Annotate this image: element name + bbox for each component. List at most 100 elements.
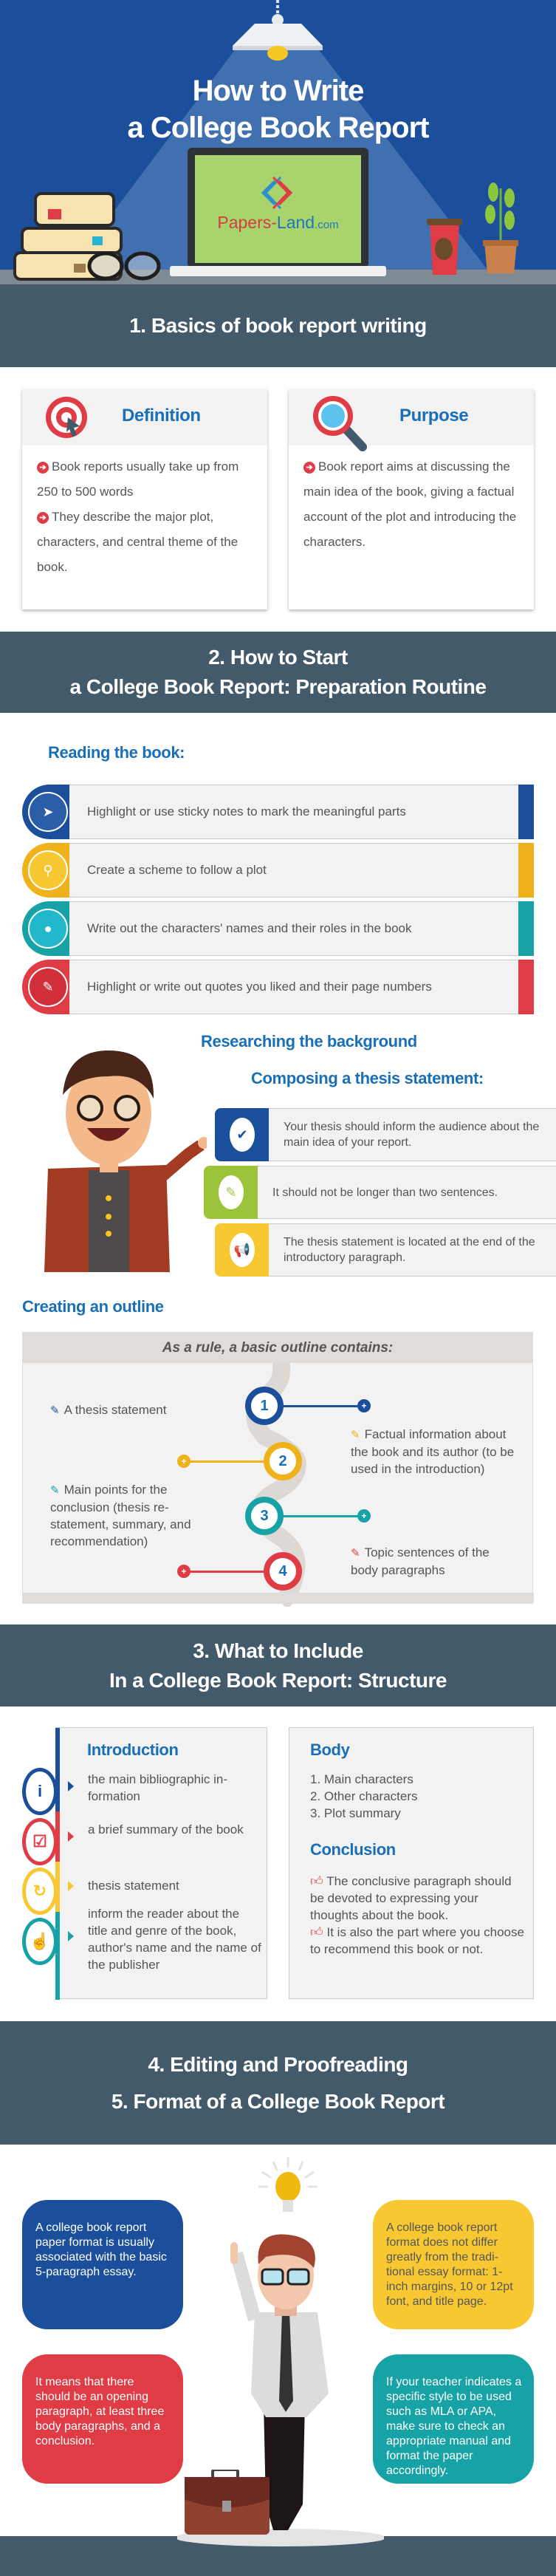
outline-connector — [264, 1405, 363, 1407]
teacher-illustration — [44, 1050, 207, 1272]
definition-card: Definition ➔Book reports usually take up… — [22, 389, 267, 609]
outline-step-2: 2 — [264, 1442, 302, 1480]
purpose-title: Purpose — [399, 406, 469, 426]
hero-header: How to Write a College Book Report Paper… — [0, 0, 556, 284]
conclusion-item: 👍︎ The conclusive paragraph should be de… — [310, 1874, 512, 1922]
plus-dot-icon: + — [177, 1455, 191, 1468]
conclusion-list: 👍︎ The conclusive paragraph should be de… — [310, 1873, 528, 1958]
lightbulb-icon — [258, 2157, 318, 2212]
caret-icon — [68, 1881, 74, 1891]
section-3-title-line-1: 3. What to Include — [193, 1639, 363, 1662]
body-title: Body — [310, 1740, 350, 1759]
speech-bubble: A college book report format does not di… — [373, 2200, 534, 2329]
section-2-banner: 2. How to Start a College Book Report: P… — [0, 632, 556, 713]
pointer-hand-icon: ☝ — [22, 1918, 58, 1965]
reading-item: Highlight or write out quotes you liked … — [49, 960, 534, 1014]
conclusion-item: 👍︎ It is also the part where you choose … — [310, 1925, 524, 1956]
researching-heading: Researching the background — [201, 1032, 417, 1050]
lamp-shade — [233, 24, 323, 46]
thesis-item: 📢The thesis statement is located at the … — [215, 1223, 556, 1277]
speech-bubble: It means that there should be an opening… — [22, 2354, 183, 2484]
introduction-title: Introduction — [87, 1740, 179, 1759]
purpose-card: Purpose ➔Book report aims at discussing … — [289, 389, 534, 609]
search-icon: ⚲ — [28, 850, 68, 890]
page-title: How to Write a College Book Report — [0, 72, 556, 146]
megaphone-icon: 📢 — [230, 1233, 255, 1267]
title-line-1: How to Write — [192, 75, 365, 107]
section-3-banner: 3. What to Include In a College Book Rep… — [0, 1624, 556, 1706]
info-icon: i — [22, 1768, 58, 1815]
edit-icon: ✎ — [50, 1484, 60, 1497]
body-list: 1. Main characters 2. Other characters 3… — [310, 1771, 418, 1822]
outline-item: ✎A thesis statement — [50, 1403, 167, 1417]
refresh-icon: ↻ — [22, 1868, 58, 1915]
introduction-box — [55, 1727, 267, 2000]
outline-connector — [183, 1571, 283, 1573]
purpose-bullet: ➔Book report aims at discussing the main… — [303, 459, 517, 549]
outline-step-3: 3 — [245, 1497, 284, 1535]
thesis-item: ✎It should not be longer than two senten… — [204, 1166, 556, 1219]
outline-step-4: 4 — [264, 1552, 302, 1591]
outline-item: ✎Main points for the conclusion (thesis … — [50, 1483, 191, 1548]
intro-item: thesis statement — [88, 1879, 179, 1893]
edit-icon: ✎ — [50, 1404, 60, 1417]
reading-item: Create a scheme to follow a plot — [49, 843, 534, 898]
row-circle: ✎ — [22, 960, 69, 1014]
speech-bubble: A college book report paper format is us… — [22, 2200, 183, 2329]
section-1-banner: 1. Basics of book report writing — [0, 284, 556, 367]
logo-text: Papers-Land.com — [217, 213, 339, 232]
caret-icon — [68, 1781, 74, 1791]
arrow-right-icon: ➔ — [303, 462, 315, 474]
composing-heading: Composing a thesis statement: — [251, 1069, 484, 1087]
intro-item: the main bibliographic in-formation — [88, 1772, 227, 1803]
section-4-title: 4. Editing and Proofreading — [148, 2052, 408, 2076]
speech-bubble: If your teacher indicates a specific sty… — [373, 2354, 534, 2484]
body-item: 3. Plot summary — [310, 1806, 401, 1820]
row-circle: ⚲ — [22, 843, 69, 898]
outline-connector — [183, 1460, 283, 1463]
section-4-5-banner: 4. Editing and Proofreading 5. Format of… — [0, 2021, 556, 2145]
plus-dot-icon: + — [177, 1565, 191, 1578]
user-icon: ● — [28, 909, 68, 949]
body-item: 1. Main characters — [310, 1772, 413, 1786]
row-circle: ● — [22, 901, 69, 956]
intro-item: inform the reader about the title and ge… — [88, 1907, 261, 1972]
intro-item: a brief summary of the book — [88, 1822, 244, 1837]
businessman-illustration — [177, 2234, 384, 2546]
caret-icon — [68, 1831, 74, 1842]
plant-icon — [483, 182, 518, 273]
magnifier-icon — [313, 396, 367, 451]
section-1-title: 1. Basics of book report writing — [129, 314, 427, 337]
briefcase-icon — [185, 2470, 270, 2535]
checkbox-icon: ☑ — [22, 1818, 58, 1865]
plus-dot-icon: + — [357, 1509, 371, 1523]
arrow-right-icon: ➔ — [37, 512, 49, 524]
reading-item: Highlight or use sticky notes to mark th… — [49, 785, 534, 839]
edit-icon: ✎ — [351, 1547, 360, 1559]
edit-icon: ✎ — [351, 1429, 360, 1441]
check-icon: ✔ — [230, 1118, 255, 1152]
title-line-2: a College Book Report — [127, 112, 430, 144]
reading-label: Reading the book: — [48, 743, 185, 762]
section-3-title-line-2: In a College Book Report: Structure — [109, 1668, 447, 1692]
outline-step-1: 1 — [245, 1387, 284, 1425]
body-conclusion-box — [289, 1727, 534, 1999]
papers-land-logo-icon — [261, 176, 293, 210]
edit-icon: ✎ — [28, 967, 68, 1007]
lamp-bulb-icon — [267, 46, 288, 61]
glasses-icon — [87, 251, 161, 281]
outline-heading: Creating an outline — [22, 1297, 164, 1316]
outline-item: ✎Factual information about the book and … — [351, 1427, 515, 1476]
outline-connector — [264, 1515, 363, 1517]
section-2-title-line-1: 2. How to Start — [208, 646, 348, 669]
thumbs-up-icon: 👍︎ — [310, 1874, 327, 1888]
definition-bullet: ➔They describe the major plot, character… — [37, 510, 238, 574]
plus-dot-icon: + — [357, 1399, 371, 1412]
outline-item: ✎Topic sentences of the body paragraphs — [351, 1545, 490, 1577]
thesis-item: ✔Your thesis should inform the audience … — [215, 1108, 556, 1161]
paper-plane-icon: ➤ — [28, 792, 68, 832]
arrow-right-icon: ➔ — [37, 462, 49, 474]
coffee-cup-icon — [427, 219, 462, 275]
thumbs-up-icon: 👍︎ — [310, 1925, 327, 1939]
section-2-title-line-2: a College Book Report: Preparation Routi… — [69, 675, 487, 698]
